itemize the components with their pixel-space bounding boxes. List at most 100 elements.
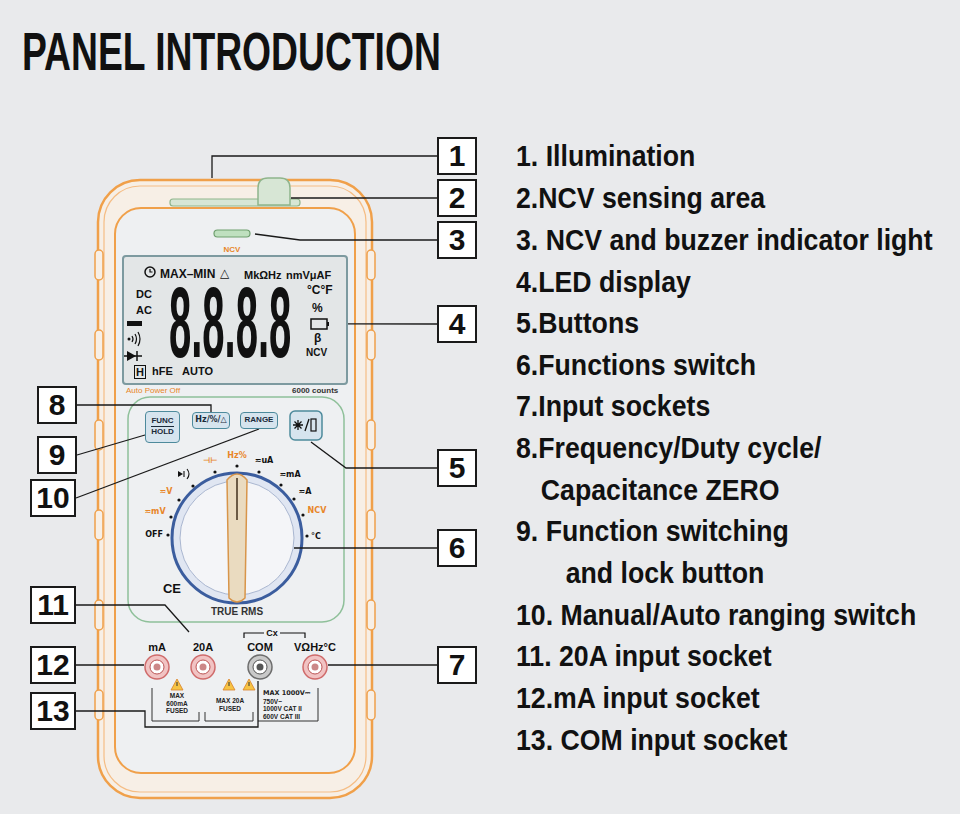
- warning-text: MAX 600mA FUSED: [162, 692, 192, 715]
- grip-ridge: [95, 330, 103, 360]
- socket-label: 20A: [193, 641, 213, 653]
- dial-label: OFF: [145, 530, 163, 540]
- lcd-segment: °C°F: [307, 284, 333, 297]
- feature-item: 7.Input sockets: [516, 385, 710, 427]
- buzzer-waves: [132, 332, 140, 346]
- dial-dot: [257, 470, 260, 473]
- callout-box: 1: [437, 137, 477, 175]
- control-panel: [128, 397, 344, 622]
- leader-line: [77, 435, 145, 455]
- callout-number: 1: [449, 141, 466, 171]
- indicator-light: [214, 230, 250, 237]
- warning-text: MAX 20A FUSED: [210, 697, 250, 712]
- callout-box: 7: [437, 646, 477, 684]
- socket-pin: [257, 664, 264, 671]
- lcd-segment: nmVμAF: [286, 269, 331, 281]
- leader-line: [76, 664, 144, 665]
- callout-box: 9: [37, 436, 77, 474]
- dial-dot: [292, 497, 295, 500]
- dial-label: ≂V: [160, 487, 173, 497]
- grip-ridge: [95, 690, 103, 720]
- holster: [98, 180, 372, 798]
- knob-pointer: [236, 478, 238, 520]
- lcd-segment: NCV: [306, 347, 327, 358]
- button: RANGE: [240, 412, 278, 429]
- panel-note: 6000 counts: [292, 386, 338, 396]
- dial-dot: [177, 498, 180, 501]
- dial-label: °C: [311, 532, 321, 542]
- socket-pin: [154, 664, 161, 671]
- button: FUNCHOLD: [145, 411, 180, 443]
- light-button: [290, 411, 322, 440]
- battery-icon: [311, 319, 327, 329]
- lcd-segment: H: [134, 365, 146, 379]
- leader-line: [328, 664, 437, 665]
- socket: [248, 655, 272, 679]
- feature-item: 3. NCV and buzzer indicator light: [516, 219, 933, 261]
- button-label: FUNC: [151, 417, 173, 426]
- diode-bar: [124, 351, 142, 361]
- callout-box: 13: [30, 692, 76, 730]
- rotary-dial: [172, 473, 302, 603]
- callout-box: 8: [37, 386, 77, 424]
- dial-dot: [305, 534, 308, 537]
- button-label: RANGE: [245, 416, 274, 425]
- warning-text: MAX 1000V⎓: [263, 690, 310, 698]
- socket-hole: [308, 660, 322, 674]
- leader-line: [294, 547, 437, 548]
- dial-label: NCV: [308, 506, 327, 516]
- lcd-segment: hFE: [152, 365, 173, 377]
- clock-hands: [150, 269, 153, 272]
- callout-number: 11: [37, 590, 69, 620]
- socket-hole: [253, 660, 267, 674]
- callout-box: 12: [30, 646, 76, 684]
- grip-ridge: [95, 510, 103, 540]
- grip-ridge: [367, 600, 375, 630]
- leader-line: [348, 323, 437, 324]
- socket: [145, 655, 169, 679]
- page-title: PANEL INTRODUCTION: [22, 24, 441, 78]
- feature-item: 1. Illumination: [516, 135, 695, 177]
- grip-ridge: [367, 420, 375, 450]
- callout-number: 2: [449, 183, 466, 213]
- dial-dot: [279, 483, 282, 486]
- battery-tip: [327, 322, 329, 326]
- dial-dot: [235, 464, 238, 467]
- socket-hole: [150, 660, 164, 674]
- callout-box: 11: [30, 586, 76, 624]
- lcd-segment: AC: [136, 304, 152, 316]
- callout-box: 3: [437, 221, 477, 259]
- backlight-icon: [293, 419, 309, 431]
- lcd-segment: β: [314, 332, 321, 345]
- warning-text: 1000V CAT II: [263, 705, 302, 713]
- callout-number: 3: [449, 225, 466, 255]
- clock-icon: [145, 267, 155, 277]
- dial-dot: [166, 533, 169, 536]
- grip-ridge: [95, 420, 103, 450]
- socket-hole: [196, 660, 210, 674]
- dial-dot: [213, 470, 216, 473]
- dial-label: ⊣⊢: [203, 456, 218, 466]
- ce-mark: CE: [163, 581, 181, 596]
- socket-label: COM: [247, 641, 273, 653]
- callout-number: 12: [36, 650, 69, 680]
- warning-text: 600V CAT III: [263, 713, 300, 721]
- callout-box: 5: [437, 449, 477, 487]
- socket-pin: [200, 664, 207, 671]
- callout-box: 2: [437, 179, 477, 217]
- leader-line: [311, 442, 437, 468]
- diode-ohm-icon: [178, 471, 183, 477]
- feature-item: 11. 20A input socket: [516, 635, 772, 677]
- dial-label: ≂mV: [144, 507, 165, 517]
- callout-number: 8: [49, 390, 66, 420]
- callout-number: 6: [449, 533, 466, 563]
- feature-item: 2.NCV sensing area: [516, 177, 765, 219]
- lcd-segment: AUTO: [182, 365, 213, 377]
- feature-item: 13. COM input socket: [516, 719, 787, 761]
- grip-ridge: [367, 250, 375, 280]
- leader-line: [291, 197, 437, 198]
- leader-line: [76, 681, 258, 727]
- button-label: Hz/%/△: [195, 416, 226, 425]
- lcd-glass: [122, 255, 348, 385]
